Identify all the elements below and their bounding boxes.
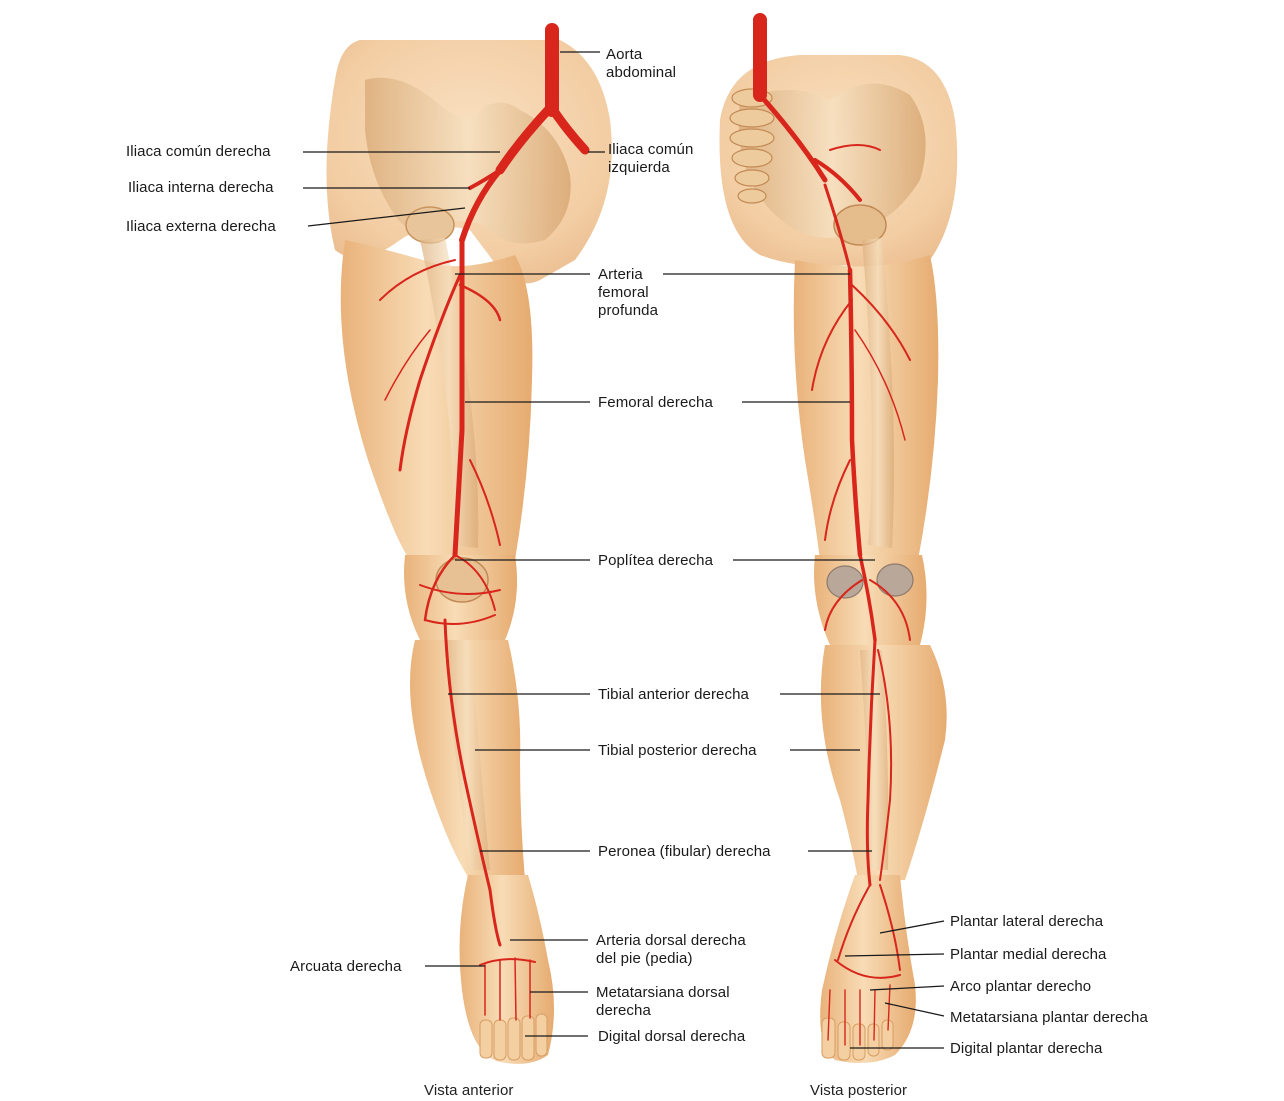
label-digital-dorsal: Digital dorsal derecha [598, 1028, 745, 1046]
label-peronea-derecha: Peronea (fibular) derecha [598, 843, 771, 861]
label-poplitea-derecha: Poplítea derecha [598, 552, 713, 570]
label-iliaca-externa-derecha: Iliaca externa derecha [126, 218, 276, 236]
anterior-toes [480, 1014, 547, 1060]
label-plantar-medial: Plantar medial derecha [950, 946, 1106, 964]
label-arteria-femoral-profunda: Arteria femoral profunda [598, 266, 658, 320]
label-arteria-dorsal-pie: Arteria dorsal derecha del pie (pedia) [596, 932, 746, 968]
label-iliaca-comun-izquierda: Iliaca común izquierda [608, 141, 693, 177]
anterior-patella [436, 558, 488, 602]
label-iliaca-comun-derecha: Iliaca común derecha [126, 143, 271, 161]
label-iliaca-interna-derecha: Iliaca interna derecha [128, 179, 274, 197]
posterior-view-figure [720, 20, 958, 1063]
posterior-thigh [794, 255, 939, 560]
caption-vista-anterior: Vista anterior [424, 1082, 514, 1100]
label-tibial-posterior-derecha: Tibial posterior derecha [598, 742, 757, 760]
label-digital-plantar: Digital plantar derecha [950, 1040, 1102, 1058]
label-metatarsiana-plantar: Metatarsiana plantar derecha [950, 1009, 1148, 1027]
caption-vista-posterior: Vista posterior [810, 1082, 907, 1100]
label-femoral-derecha: Femoral derecha [598, 394, 713, 412]
anterior-view-figure [327, 30, 612, 1064]
label-arcuata-derecha: Arcuata derecha [290, 958, 402, 976]
label-arco-plantar: Arco plantar derecho [950, 978, 1091, 996]
label-tibial-anterior-derecha: Tibial anterior derecha [598, 686, 749, 704]
label-plantar-lateral: Plantar lateral derecha [950, 913, 1103, 931]
label-metatarsiana-dorsal: Metatarsiana dorsal derecha [596, 984, 730, 1020]
posterior-femoral-condyle-right [877, 564, 913, 596]
label-aorta-abdominal: Aorta abdominal [606, 46, 676, 82]
